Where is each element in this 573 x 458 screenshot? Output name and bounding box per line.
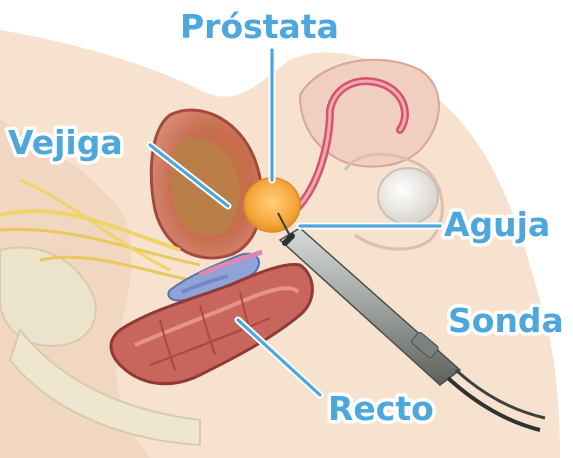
- prostate: [244, 178, 300, 232]
- rectum-label: Recto: [328, 389, 434, 428]
- probe-label: Sonda: [448, 301, 564, 340]
- needle-label: Aguja: [444, 205, 550, 244]
- prostate-label: Próstata: [180, 7, 339, 46]
- bladder-label: Vejiga: [8, 123, 123, 162]
